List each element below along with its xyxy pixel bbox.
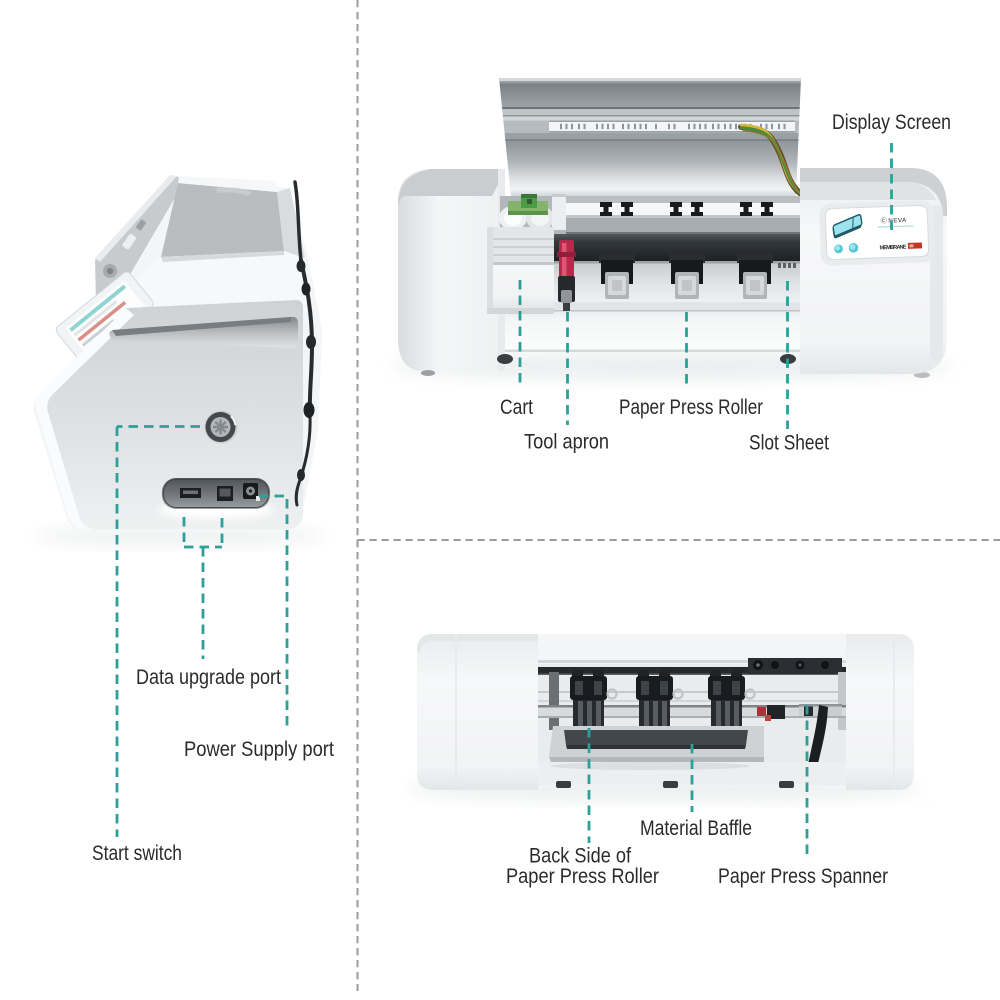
svg-text:Paper Press Roller: Paper Press Roller (506, 864, 659, 888)
svg-text:Paper Press Roller: Paper Press Roller (619, 395, 763, 419)
svg-text:Tool apron: Tool apron (524, 430, 609, 454)
svg-text:Ⓒ NEVA: Ⓒ NEVA (880, 216, 907, 225)
svg-text:Slot Sheet: Slot Sheet (749, 431, 829, 455)
svg-text:Display Screen: Display Screen (832, 110, 951, 134)
svg-text:Power Supply port: Power Supply port (184, 737, 334, 761)
svg-text:Start switch: Start switch (92, 841, 182, 865)
svg-text:Back Side of: Back Side of (529, 844, 631, 868)
svg-text:Cart: Cart (500, 395, 533, 419)
svg-text:Data upgrade port: Data upgrade port (136, 665, 281, 689)
svg-text:Material Baffle: Material Baffle (640, 816, 752, 840)
svg-text:Paper Press Spanner: Paper Press Spanner (718, 864, 888, 888)
svg-text:MEMBRANE: MEMBRANE (879, 244, 906, 251)
